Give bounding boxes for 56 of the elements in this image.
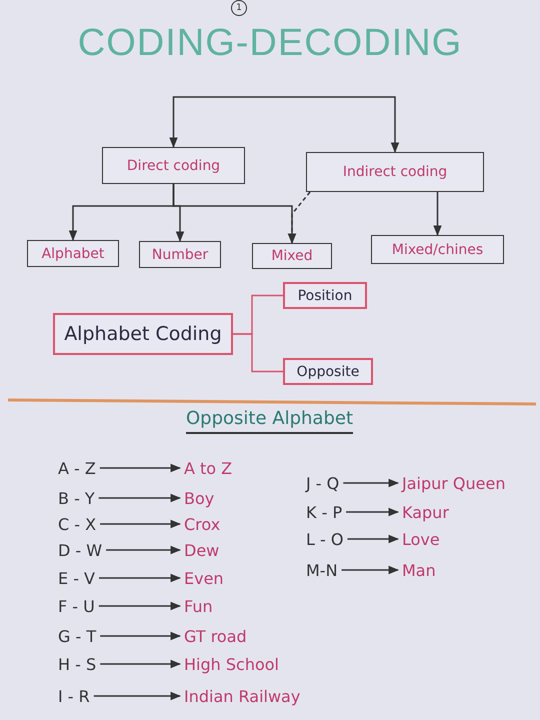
letter-pair: A - Z bbox=[58, 456, 96, 480]
page-number: 1 bbox=[231, 0, 247, 16]
letter-pair: E - V bbox=[58, 566, 95, 590]
mnemonic-word: Fun bbox=[184, 594, 213, 618]
mnemonic-word: Kapur bbox=[402, 500, 449, 524]
arrow bbox=[346, 508, 400, 516]
arrow bbox=[98, 602, 182, 610]
mnemonic-word: Boy bbox=[184, 486, 214, 510]
arrow bbox=[342, 566, 400, 574]
coding-box: Mixed/chines bbox=[371, 235, 504, 264]
letter-pair: M-N bbox=[306, 558, 338, 582]
coding-box: Alphabet Coding bbox=[53, 313, 233, 355]
coding-box: Alphabet bbox=[27, 240, 119, 267]
mnemonic-word: Love bbox=[402, 527, 440, 551]
arrow bbox=[288, 192, 311, 244]
page-title: CODING-DECODING bbox=[76, 22, 464, 65]
arrow bbox=[169, 96, 178, 148]
section-heading: Opposite Alphabet bbox=[186, 408, 354, 434]
coding-box: Mixed bbox=[252, 243, 332, 269]
letter-pair: D - W bbox=[58, 538, 102, 562]
letter-pair: F - U bbox=[58, 594, 95, 618]
letter-pair: B - Y bbox=[58, 486, 95, 510]
letter-pair: C - X bbox=[58, 512, 96, 536]
arrow bbox=[100, 632, 182, 640]
mnemonic-word: Indian Railway bbox=[184, 684, 300, 708]
arrow bbox=[343, 478, 400, 488]
mnemonic-word: Dew bbox=[184, 538, 220, 562]
coding-box: Opposite bbox=[283, 358, 373, 385]
letter-pair: K - P bbox=[306, 500, 342, 524]
arrow bbox=[98, 494, 182, 502]
letter-pair: L - O bbox=[306, 527, 344, 551]
arrow bbox=[100, 520, 182, 528]
arrow bbox=[100, 660, 182, 668]
mnemonic-word: High School bbox=[184, 652, 279, 676]
letter-pair: G - T bbox=[58, 624, 96, 648]
mnemonic-word: A to Z bbox=[184, 456, 232, 480]
arrow bbox=[99, 574, 182, 582]
letter-pair: H - S bbox=[58, 652, 96, 676]
coding-box: Direct coding bbox=[102, 147, 245, 184]
arrow bbox=[100, 464, 182, 472]
arrow bbox=[347, 534, 400, 544]
coding-box: Indirect coding bbox=[306, 152, 484, 192]
letter-pair: J - Q bbox=[306, 471, 340, 495]
arrow bbox=[94, 692, 182, 700]
connector-line bbox=[233, 333, 283, 372]
arrow bbox=[174, 96, 400, 154]
mnemonic-word: Jaipur Queen bbox=[402, 471, 506, 495]
mnemonic-word: Even bbox=[184, 566, 224, 590]
arrow bbox=[433, 192, 442, 236]
mnemonic-word: Man bbox=[402, 558, 436, 582]
mnemonic-word: Crox bbox=[184, 512, 220, 536]
coding-box: Number bbox=[139, 241, 221, 268]
arrow bbox=[106, 546, 182, 554]
letter-pair: I - R bbox=[58, 684, 90, 708]
coding-box: Position bbox=[283, 282, 367, 309]
mnemonic-word: GT road bbox=[184, 624, 247, 648]
